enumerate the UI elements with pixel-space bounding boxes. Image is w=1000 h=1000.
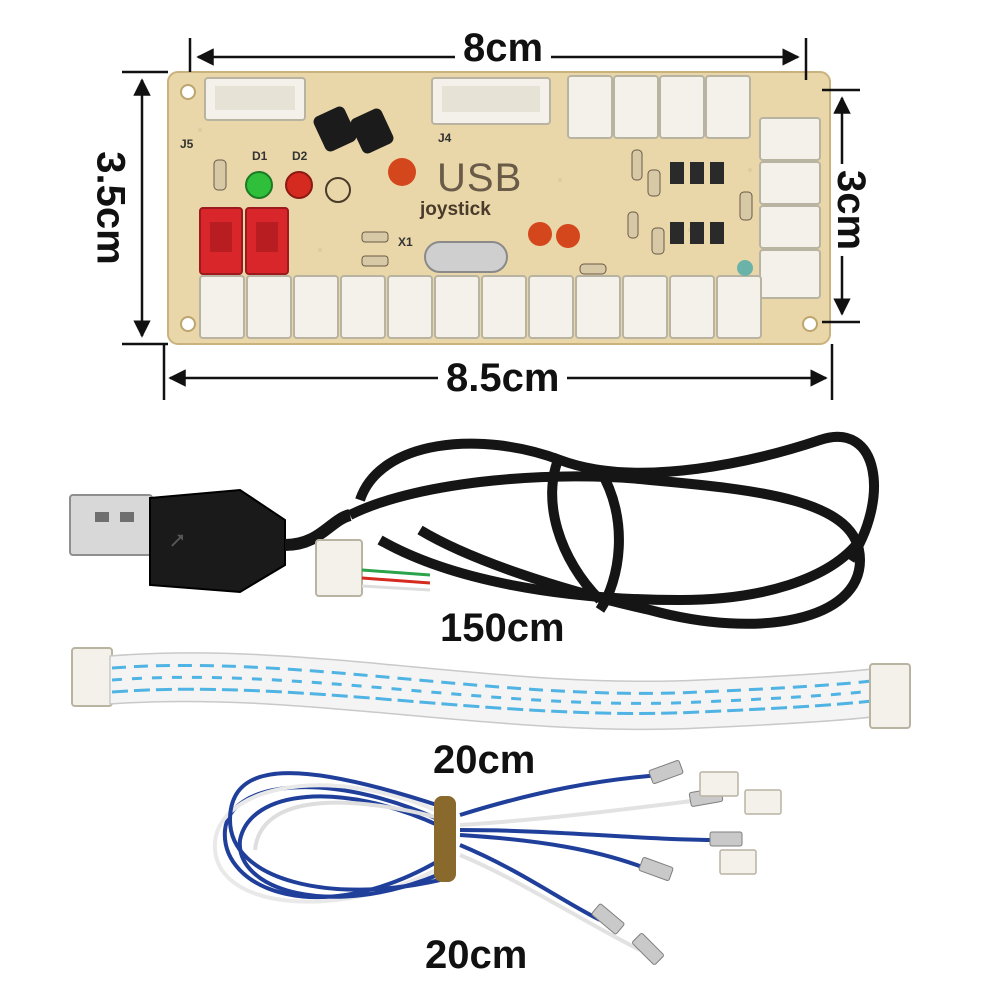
- ribbon-cable-length-label: 20cm: [433, 738, 536, 782]
- dimension-left-height: 3.5cm: [89, 145, 133, 271]
- silkscreen-d1: D1: [252, 149, 268, 163]
- ceramic-capacitor: [528, 222, 552, 246]
- dimension-top-width: 8cm: [455, 28, 552, 68]
- footprint-outline: [325, 177, 351, 203]
- svg-text:⭧: ⭧: [170, 528, 184, 553]
- twist-tie: [434, 796, 456, 882]
- silkscreen-j5: J5: [180, 137, 194, 151]
- usb-cable-connector: [315, 539, 363, 597]
- connector-bottom-row: [199, 275, 762, 339]
- connector-j5: [204, 77, 306, 121]
- usb-cable: ⭧: [69, 432, 879, 629]
- silkscreen-d2: D2: [292, 149, 308, 163]
- usb-cable-coil: [347, 432, 879, 629]
- smd-parts: [670, 162, 724, 244]
- button-wire-bundle: [212, 760, 782, 965]
- silkscreen-usb: USB: [437, 156, 523, 200]
- connector-red: [199, 207, 289, 275]
- electrolytic-capacitors: [313, 106, 394, 154]
- silkscreen-j4: J4: [438, 131, 452, 145]
- button-wires-length-label: 20cm: [425, 933, 528, 977]
- usb-plug-housing: [149, 488, 286, 594]
- red-led: [285, 171, 313, 199]
- connector-right-column: [759, 117, 821, 299]
- resistors: [213, 149, 753, 275]
- green-led: [245, 171, 273, 199]
- usb-plug-metal: [69, 494, 153, 556]
- dimension-bottom-width: 8.5cm: [438, 358, 568, 398]
- mounting-hole: [180, 84, 196, 100]
- dimension-right-height: 3cm: [829, 163, 873, 257]
- mounting-hole: [802, 316, 818, 332]
- connector-top-row: [567, 75, 751, 139]
- ceramic-capacitor: [388, 158, 416, 186]
- pcb-board: [167, 71, 831, 345]
- silkscreen-x1: X1: [398, 235, 413, 249]
- ceramic-capacitor: [556, 224, 580, 248]
- via: [737, 260, 753, 276]
- ribbon-cable: [71, 647, 911, 731]
- silkscreen-joystick: joystick: [420, 199, 491, 220]
- crystal-oscillator: [424, 241, 508, 273]
- usb-cable-length-label: 150cm: [440, 606, 565, 650]
- connector-j4: [431, 77, 551, 125]
- mounting-hole: [180, 316, 196, 332]
